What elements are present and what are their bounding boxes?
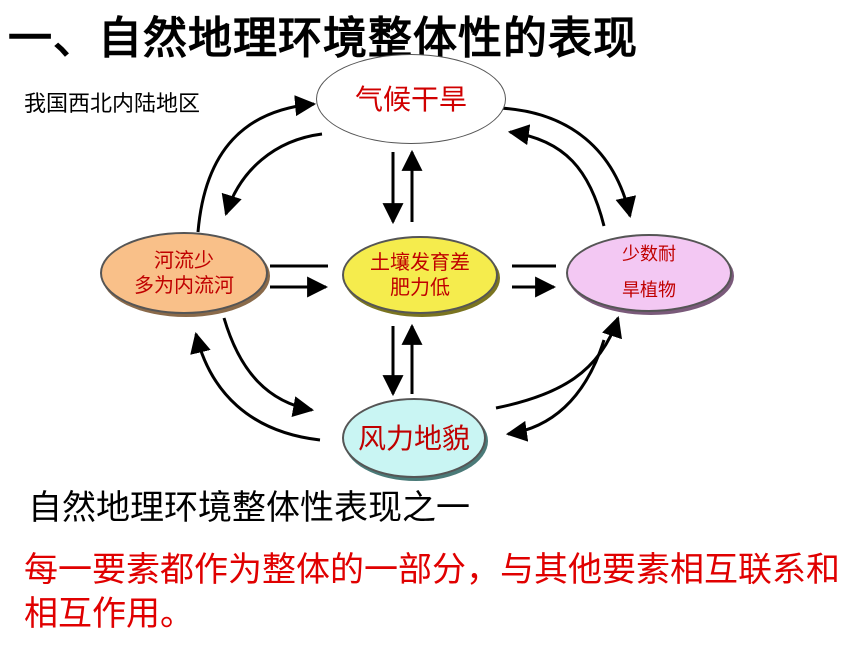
node-wind-landform: 风力地貌 bbox=[342, 398, 486, 478]
arrow-rivers-to-climate bbox=[196, 95, 317, 233]
caption: 自然地理环境整体性表现之一 bbox=[28, 488, 470, 528]
page-title: 一、自然地理环境整体性的表现 bbox=[8, 13, 638, 64]
arrow-landform-to-plants bbox=[495, 316, 622, 410]
node-plants-line1: 少数耐 bbox=[622, 243, 676, 265]
node-soil: 土壤发育差 肥力低 bbox=[342, 236, 498, 314]
conclusion-text: 每一要素都作为整体的一部分，与其他要素相互联系和相互作用。 bbox=[24, 550, 840, 634]
region-label: 我国西北内陆地区 bbox=[24, 92, 201, 117]
arrow-climate-to-plants bbox=[499, 106, 637, 219]
node-plants: 少数耐 旱植物 bbox=[566, 234, 732, 312]
node-climate-dry: 气候干旱 bbox=[316, 54, 506, 144]
arrow-plants-to-landform bbox=[505, 339, 606, 442]
arrow-plants-to-climate bbox=[507, 124, 606, 227]
arrow-climate-to-rivers bbox=[221, 132, 323, 217]
arrow-landform-to-rivers bbox=[190, 331, 321, 442]
node-rivers-line2: 多为内流河 bbox=[134, 273, 234, 297]
node-soil-line1: 土壤发育差 bbox=[370, 250, 470, 274]
node-landform-label: 风力地貌 bbox=[357, 421, 470, 455]
arrow-rivers-to-landform bbox=[222, 317, 315, 417]
node-soil-line2: 肥力低 bbox=[390, 275, 450, 299]
node-climate-label: 气候干旱 bbox=[354, 82, 467, 116]
node-plants-line2: 旱植物 bbox=[622, 280, 676, 301]
node-rivers-line1: 河流少 bbox=[154, 248, 214, 272]
node-rivers: 河流少 多为内流河 bbox=[100, 232, 268, 314]
